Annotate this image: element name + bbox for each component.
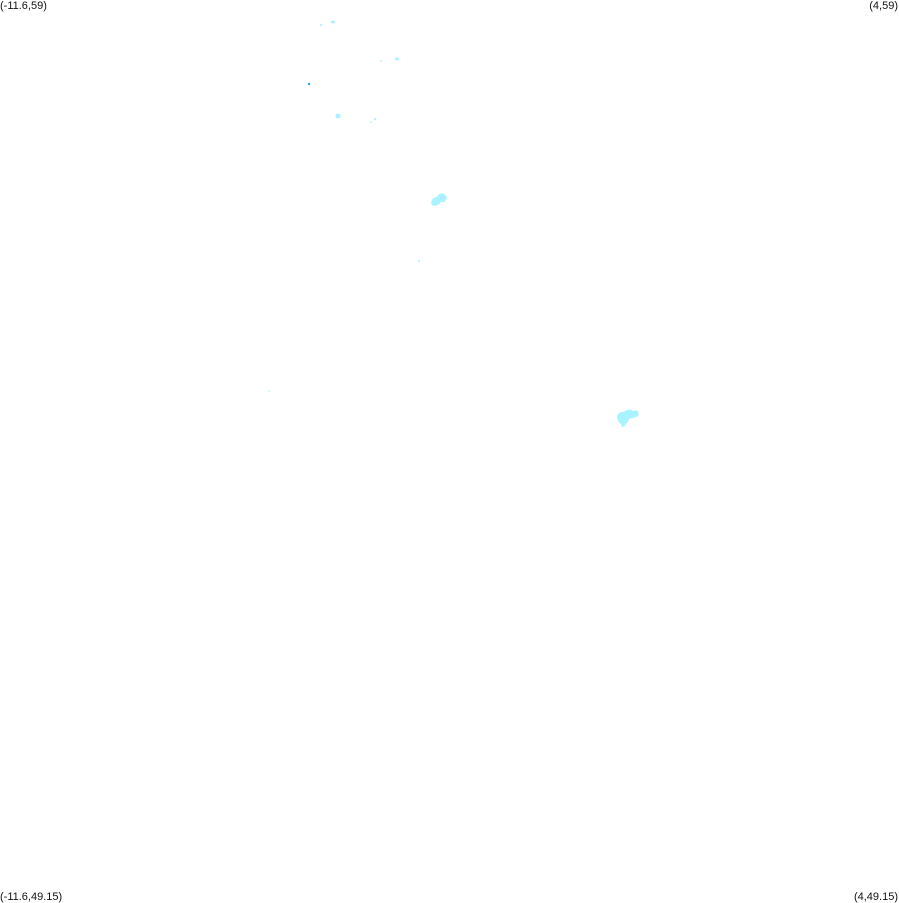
feature-patch <box>380 60 382 62</box>
feature-blob <box>431 193 447 206</box>
feature-patch <box>418 260 420 262</box>
corner-label-top-right: (4,59) <box>869 0 898 12</box>
feature-cluster-north <box>268 20 420 392</box>
corner-label-bottom-right: (4,49.15) <box>853 891 898 903</box>
feature-patch <box>373 118 377 120</box>
feature-cluster-east <box>616 409 639 427</box>
feature-patch <box>395 57 399 61</box>
feature-patch <box>370 121 372 123</box>
feature-patch <box>268 390 270 392</box>
corner-label-bottom-left: (-11.6,49.15) <box>0 891 63 903</box>
corner-label-top-left: (-11.6,59) <box>0 0 47 12</box>
feature-patch <box>331 20 335 24</box>
feature-patch <box>335 113 341 119</box>
feature-patch <box>319 24 323 26</box>
feature-cluster-central <box>431 193 447 206</box>
feature-patch <box>621 423 625 427</box>
feature-point-dark <box>307 82 311 86</box>
feature-blob <box>616 409 639 426</box>
